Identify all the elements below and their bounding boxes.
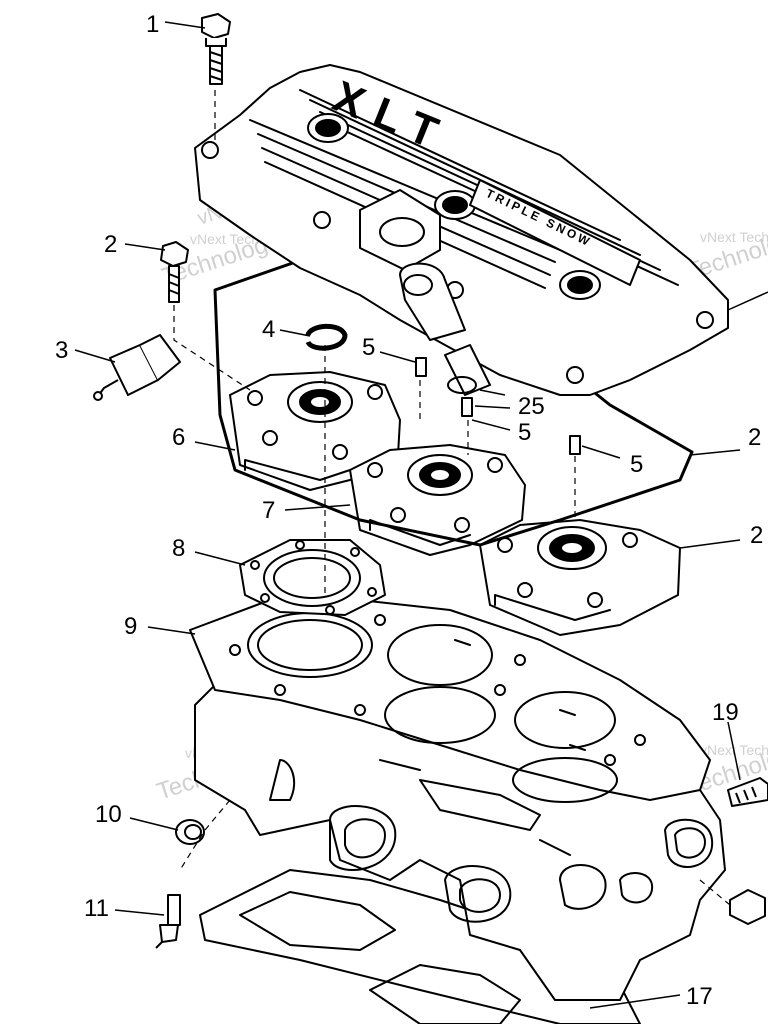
callout-label: 5 [362, 334, 375, 361]
callout-label: 1 [146, 11, 159, 38]
flange-bolt [160, 241, 189, 303]
callout-label: 17 [686, 983, 713, 1010]
callout-label: 19 [712, 699, 739, 726]
cylinder-gasket [239, 539, 386, 616]
dowel-pin [569, 435, 581, 455]
seal-ring [175, 819, 205, 845]
callout-label: 2 [104, 231, 117, 258]
head-cap-left [229, 371, 401, 491]
callout-label: 5 [630, 451, 643, 478]
stud-bolt [727, 777, 768, 807]
hex-nut [729, 889, 766, 925]
callout-label: 25 [518, 393, 545, 420]
callout-labels: 1 2 3 4 5 5 5 5 25 2 2 6 7 8 9 10 11 19 … [55, 11, 763, 1010]
callout-label: 5 [518, 419, 531, 446]
callout-label: 3 [55, 337, 68, 364]
head-cap-right [479, 519, 681, 636]
dowel-pin [461, 397, 473, 417]
callout-label: 2 [748, 424, 761, 451]
circlip [305, 323, 348, 351]
callout-label: 11 [84, 895, 109, 922]
cover-bolt [201, 13, 231, 85]
spark-plug [155, 894, 181, 949]
callout-label: 2 [750, 522, 763, 549]
callout-label: 6 [172, 424, 185, 451]
callout-label: 4 [262, 316, 275, 343]
dowel-pin [415, 357, 427, 377]
callout-label: 8 [172, 535, 185, 562]
callout-label: 9 [124, 613, 137, 640]
watermark-text: vNext Technologies [700, 229, 768, 245]
head-gasket [189, 599, 711, 803]
cylinder-head-cover [194, 64, 729, 396]
callout-label: 10 [95, 801, 122, 828]
callout-label: 7 [262, 497, 275, 524]
temperature-sensor [93, 334, 181, 401]
